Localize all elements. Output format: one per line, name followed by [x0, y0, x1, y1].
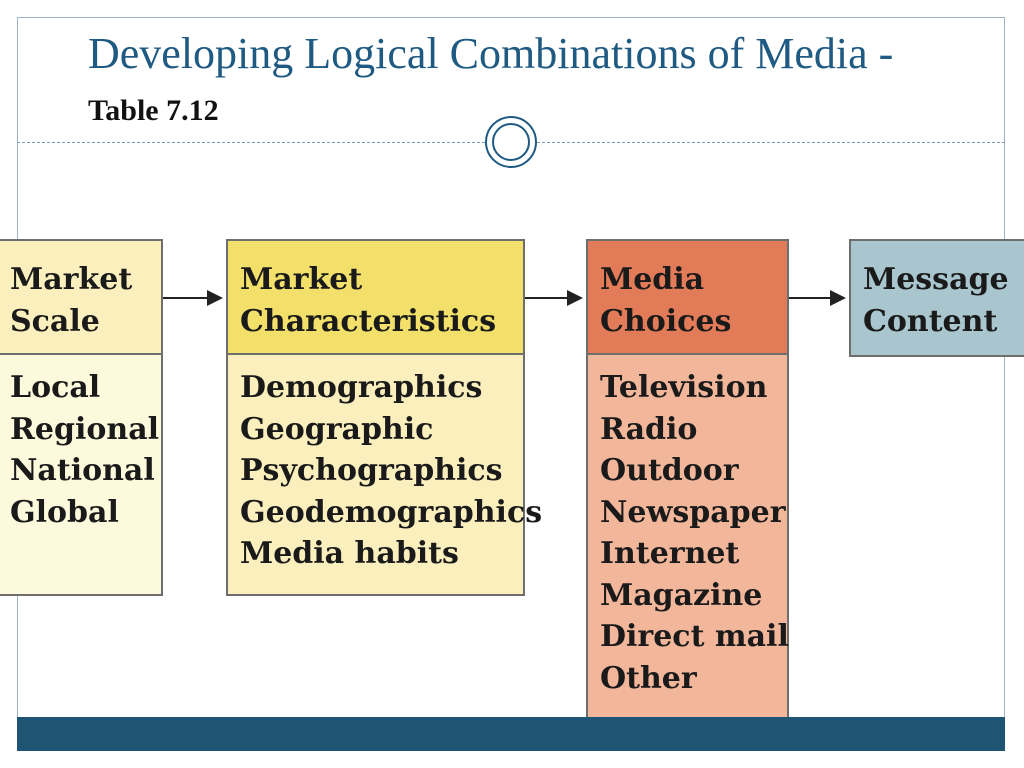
title-main: Developing Logical Combinations of Media… — [88, 29, 894, 78]
heading-line: Choices — [600, 304, 732, 339]
list-item: Geodemographics — [240, 494, 543, 530]
box-heading: Media Choices — [588, 241, 787, 355]
arrow-right-icon — [163, 290, 223, 306]
list-item: Regional — [10, 411, 160, 447]
heading-line: Characteristics — [240, 304, 497, 339]
list-item: Psychographics — [240, 453, 503, 488]
box-items: Demographics Geographic Psychographics G… — [228, 355, 543, 594]
box-heading: Market Characteristics — [228, 241, 523, 355]
arrow-right-icon — [525, 290, 583, 306]
market-characteristics-box: Market Characteristics Demographics Geog… — [226, 239, 543, 596]
heading-line: Scale — [10, 304, 100, 339]
list-item: Magazine — [600, 577, 763, 613]
list-item: Media habits — [240, 536, 459, 571]
list-item: Outdoor — [600, 453, 739, 488]
list-item: Direct mail — [600, 619, 789, 654]
list-item: Local — [10, 370, 101, 405]
market-scale-box: Market Scale Local Regional National Glo… — [0, 239, 163, 596]
heading-line: Content — [863, 304, 998, 339]
heading-line: Market — [10, 262, 133, 297]
list-item: Global — [10, 494, 119, 530]
list-item: Radio — [600, 411, 698, 447]
box-heading: Market Scale — [0, 241, 161, 355]
list-item: Newspaper — [600, 494, 786, 530]
title-subtitle: Table 7.12 — [88, 94, 219, 127]
list-item: Demographics — [240, 370, 483, 405]
list-item: Television — [600, 370, 768, 405]
list-item: Geographic — [240, 411, 434, 447]
heading-line: Media — [600, 262, 705, 297]
double-circle-icon — [485, 116, 537, 168]
box-items: Local Regional National Global — [0, 355, 161, 594]
list-item: National — [10, 453, 155, 488]
slide-title: Developing Logical Combinations of Media… — [88, 28, 908, 137]
footer-bar — [17, 717, 1005, 751]
heading-line: Message — [863, 262, 1009, 297]
box-items: Television Radio Outdoor Newspaper Inter… — [588, 355, 789, 717]
message-content-box: Message Content — [849, 239, 1024, 357]
arrow-right-icon — [789, 290, 846, 306]
box-heading: Message Content — [851, 241, 1024, 355]
heading-line: Market — [240, 262, 363, 297]
list-item: Internet — [600, 536, 740, 571]
media-choices-box: Media Choices Television Radio Outdoor N… — [586, 239, 789, 719]
list-item: Other — [600, 660, 697, 696]
